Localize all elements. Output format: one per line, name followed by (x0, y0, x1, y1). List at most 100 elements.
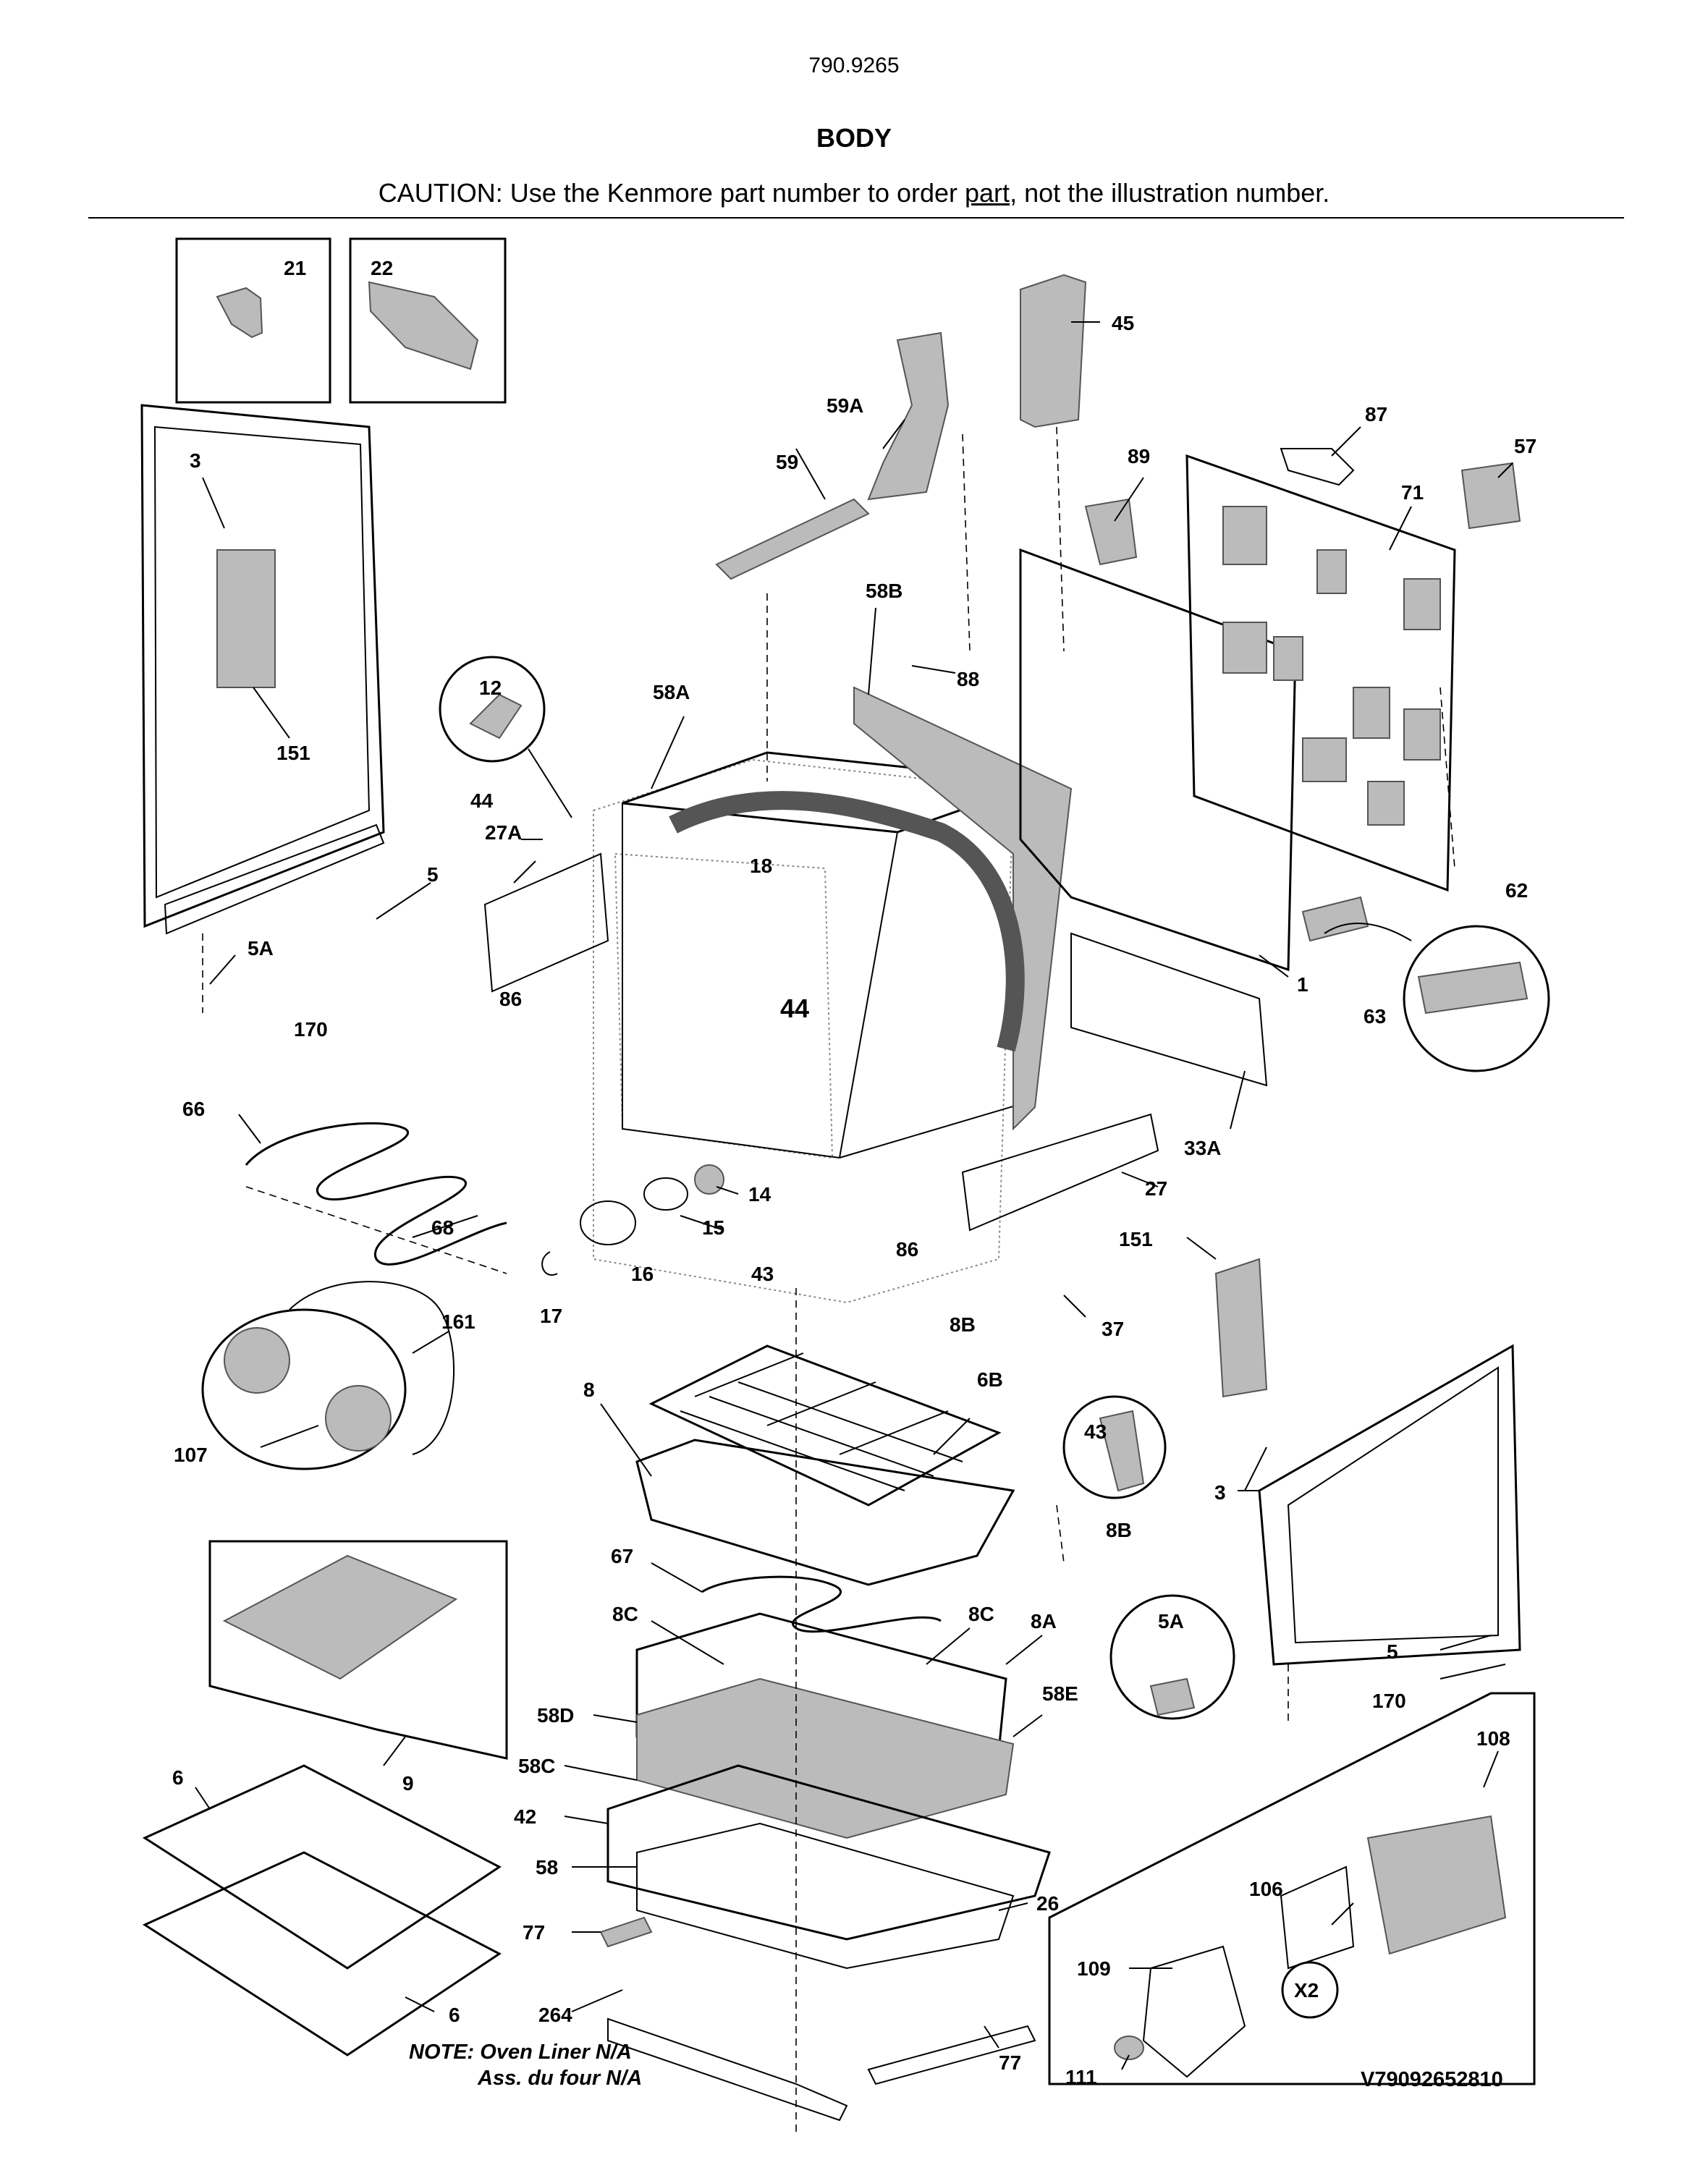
part-63-detail-circle (1324, 923, 1550, 1072)
callout-6-top: 6 (172, 1766, 184, 1789)
callout-5-right: 5 (1387, 1640, 1398, 1663)
callout-77-left: 77 (523, 1921, 545, 1944)
caution-suffix: , not the illustration number. (1010, 178, 1330, 208)
callout-1: 1 (1297, 973, 1309, 996)
callout-161: 161 (441, 1310, 475, 1333)
callout-3-left: 3 (190, 449, 201, 472)
callout-15: 15 (702, 1216, 724, 1239)
document-code: V79092652810 (1361, 2068, 1503, 2091)
callout-58E: 58E (1042, 1682, 1078, 1705)
back-panel-1 (1019, 548, 1297, 972)
bracket-89 (1084, 498, 1138, 566)
convection-motor-inset (1048, 1692, 1536, 2085)
callout-58B: 58B (866, 580, 902, 602)
callout-8C-right: 8C (968, 1603, 994, 1625)
header-rule (88, 217, 1624, 219)
part-43-detail-circle (1062, 1395, 1167, 1499)
bracket-151-right (1214, 1258, 1268, 1398)
callout-170-right: 170 (1372, 1690, 1406, 1712)
callout-33A: 33A (1184, 1137, 1221, 1159)
left-side-panel (140, 404, 385, 935)
callout-5-left: 5 (427, 863, 439, 886)
vent-duct-59A (867, 331, 950, 501)
callout-68: 68 (431, 1216, 454, 1239)
liner-42 (606, 1764, 1051, 1941)
callout-labels: 21 22 3 151 5A 5 170 12 44 27A 86 58A 18… (172, 257, 1536, 2088)
callout-X2: X2 (1294, 1979, 1319, 2002)
bake-element-67 (701, 1575, 942, 1633)
callout-43-circle: 43 (1084, 1420, 1107, 1443)
oven-rack-6B (648, 1344, 1002, 1507)
callout-5A-circle: 5A (1158, 1610, 1184, 1632)
rail-77-right (867, 2025, 1036, 2085)
callout-44-small: 44 (470, 789, 494, 812)
rail-264 (607, 2017, 848, 2122)
note-oven-liner-fr: Ass. du four N/A (478, 2067, 643, 2090)
callout-42: 42 (514, 1805, 536, 1828)
callout-9: 9 (402, 1772, 414, 1795)
terminal-block-62 (1301, 896, 1369, 942)
callout-8A: 8A (1031, 1610, 1057, 1632)
callout-58C: 58C (518, 1755, 555, 1777)
callout-170-left: 170 (294, 1018, 328, 1041)
callout-6-bottom: 6 (449, 2004, 460, 2026)
rail-33A (1070, 932, 1268, 1087)
callout-3-right: 3 (1214, 1481, 1226, 1504)
callout-8B-bottom: 8B (1106, 1519, 1132, 1541)
callout-45: 45 (1112, 312, 1134, 334)
callout-8C-left: 8C (612, 1603, 638, 1625)
callout-16: 16 (631, 1263, 654, 1285)
vent-duct-45 (1020, 274, 1087, 428)
callout-37: 37 (1102, 1318, 1124, 1340)
callout-71: 71 (1401, 481, 1424, 504)
callout-12: 12 (479, 677, 502, 699)
vent-trim-59 (715, 498, 870, 580)
callout-27: 27 (1145, 1177, 1167, 1200)
liner-58 (636, 1822, 1015, 1970)
callout-44-big: 44 (780, 994, 809, 1023)
broil-pan-inset-9 (208, 1540, 508, 1760)
bracket-77-left (599, 1916, 653, 1948)
callout-86-right: 86 (896, 1238, 918, 1261)
callout-18: 18 (750, 855, 772, 877)
part-22-inset (349, 237, 507, 404)
callout-59A: 59A (826, 394, 863, 417)
callout-22: 22 (371, 257, 393, 279)
rear-cover-71 (1185, 454, 1456, 892)
broil-element-66 (245, 1122, 507, 1266)
callout-59: 59 (776, 451, 798, 473)
insulation-58D (636, 1677, 1015, 1839)
callout-88: 88 (957, 668, 979, 690)
callout-89: 89 (1128, 445, 1150, 467)
callout-107: 107 (174, 1444, 208, 1466)
callout-264: 264 (538, 2004, 572, 2026)
rail-27A (483, 852, 609, 993)
callout-151-right: 151 (1119, 1228, 1153, 1250)
callout-109: 109 (1077, 1957, 1111, 1980)
insulation-58B (669, 686, 1073, 1131)
leveler-5A-detail-circle (1109, 1594, 1235, 1720)
callout-8B-top: 8B (950, 1313, 976, 1336)
cover-57 (1460, 462, 1521, 530)
caution-part-word: part (965, 178, 1010, 208)
callout-27A: 27A (485, 821, 522, 844)
callout-87: 87 (1365, 403, 1387, 425)
note-oven-liner-en: NOTE: Oven Liner N/A (409, 2041, 632, 2064)
callout-17: 17 (540, 1305, 562, 1327)
broil-pan-8 (635, 1439, 1015, 1586)
rail-27 (961, 1113, 1159, 1232)
callout-21: 21 (284, 257, 306, 279)
callout-111: 111 (1065, 2066, 1097, 2088)
callout-26: 26 (1036, 1892, 1059, 1915)
callout-86-left: 86 (499, 988, 522, 1010)
oven-racks-6 (142, 1764, 502, 2056)
right-side-panel (1258, 1344, 1521, 1666)
callout-62: 62 (1505, 879, 1528, 902)
page-title: BODY (816, 123, 892, 153)
callout-6B: 6B (977, 1368, 1003, 1391)
model-number: 790.9265 (808, 54, 900, 77)
callout-14: 14 (748, 1183, 771, 1206)
callout-58D: 58D (537, 1704, 574, 1727)
callout-106: 106 (1249, 1878, 1283, 1900)
